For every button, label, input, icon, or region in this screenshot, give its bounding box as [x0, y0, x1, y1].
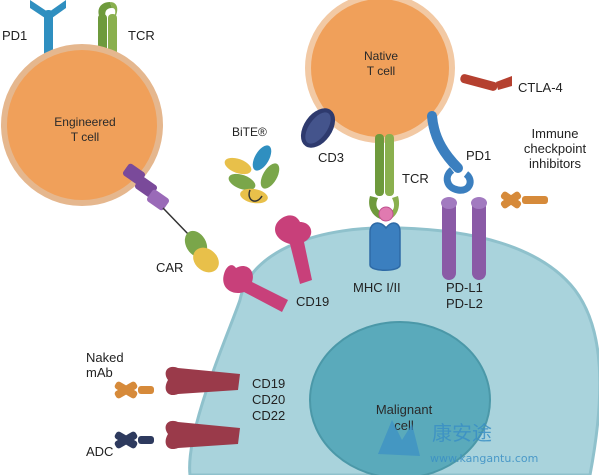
text-line: PD-L2 — [446, 296, 483, 311]
label-pd1-native: PD1 — [466, 148, 491, 163]
label-tcr-native: TCR — [402, 171, 429, 186]
label-cd3: CD3 — [318, 150, 344, 165]
malignant-nucleus — [309, 321, 491, 475]
text-line: mAb — [86, 365, 113, 380]
cd19-receptor-car-target — [223, 265, 288, 312]
cd19-receptor-bite-target — [275, 215, 312, 284]
label-tcr-engineered: TCR — [128, 28, 155, 43]
text-line: T cell — [367, 64, 395, 78]
text-line: Native — [364, 49, 398, 63]
text-line: PD-L1 — [446, 280, 483, 295]
cd3-complex — [300, 108, 336, 148]
checkpoint-inhibitor-antibody — [500, 191, 548, 209]
text-line: Engineered — [54, 115, 115, 129]
text-line: Malignant — [376, 402, 433, 417]
cd-marker-receptors — [165, 366, 240, 450]
label-adc: ADC — [86, 444, 113, 459]
text-line: Naked — [86, 350, 124, 365]
ctla4-receptor — [460, 74, 512, 91]
text-line: Immune — [532, 126, 579, 141]
text-line: T cell — [71, 130, 99, 144]
text-line: CD20 — [252, 392, 285, 407]
label-mhc: MHC I/II — [353, 280, 401, 295]
label-bite: BiTE® — [232, 125, 267, 139]
bite-molecule — [224, 145, 280, 204]
tcr-receptor-native — [369, 134, 400, 222]
watermark-logo-icon — [378, 420, 420, 456]
watermark-logo-text: 康安途 — [432, 421, 492, 445]
label-cd19-target: CD19 — [296, 294, 329, 309]
text-line: CD22 — [252, 408, 285, 423]
naked-mab-antibody — [114, 381, 154, 399]
label-car: CAR — [156, 260, 183, 275]
watermark: 康安途 www.kangantu.com — [378, 420, 538, 465]
label-ctla4: CTLA-4 — [518, 80, 563, 95]
mhc-molecule — [369, 222, 401, 271]
label-pd1-engineered: PD1 — [2, 28, 27, 43]
text-line: inhibitors — [529, 156, 582, 171]
adc-antibody — [114, 431, 154, 449]
car-construct — [122, 163, 219, 273]
text-line: checkpoint — [524, 141, 587, 156]
pd-ligands — [441, 197, 487, 280]
text-line: CD19 — [252, 376, 285, 391]
engineered-cell-body — [1, 44, 163, 206]
pd1-receptor-native — [427, 111, 474, 194]
watermark-url: www.kangantu.com — [430, 452, 538, 465]
